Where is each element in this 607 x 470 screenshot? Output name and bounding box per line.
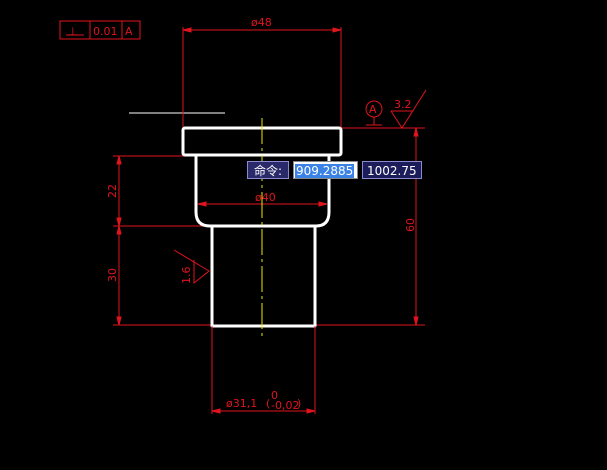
datum-symbol: [365, 100, 383, 126]
dim-bottom-tol-lower: -0,02: [271, 399, 299, 412]
dim-bottom-tol-paren: (: [266, 397, 270, 410]
dim-top-diameter-label: ø48: [251, 16, 272, 29]
perpendicularity-symbol: ⊥: [68, 25, 78, 38]
command-x-input[interactable]: 909.2885: [293, 161, 358, 179]
dim-left-heights: [113, 155, 212, 326]
command-y-input[interactable]: 1002.75: [362, 161, 422, 179]
dim-top-diameter: [182, 27, 342, 130]
datum-label: A: [369, 103, 377, 116]
command-x-value: 909.2885: [295, 164, 355, 178]
dim-bottom-diameter: [211, 326, 316, 414]
dim-bottom-tol-upper: 0: [271, 389, 278, 402]
dim-bottom-tol-paren-close: ): [297, 397, 301, 410]
tolerance-frame: [59, 20, 141, 40]
dim-height-60: [315, 127, 425, 326]
dim-mid-diameter-label: ø40: [255, 191, 276, 204]
dim-bottom-diameter-label: ø31,1: [226, 397, 257, 410]
roughness-top-value: 3.2: [394, 98, 412, 111]
dim-height-22-label: 22: [106, 184, 119, 198]
command-label: 命令:: [247, 161, 289, 179]
roughness-side-symbol: [173, 249, 210, 285]
roughness-side-value: 1.6: [180, 267, 193, 285]
dim-height-60-label: 60: [404, 218, 417, 232]
tolerance-value: 0.01: [93, 25, 118, 38]
dim-height-30-label: 30: [106, 268, 119, 282]
tolerance-datum: A: [125, 25, 133, 38]
